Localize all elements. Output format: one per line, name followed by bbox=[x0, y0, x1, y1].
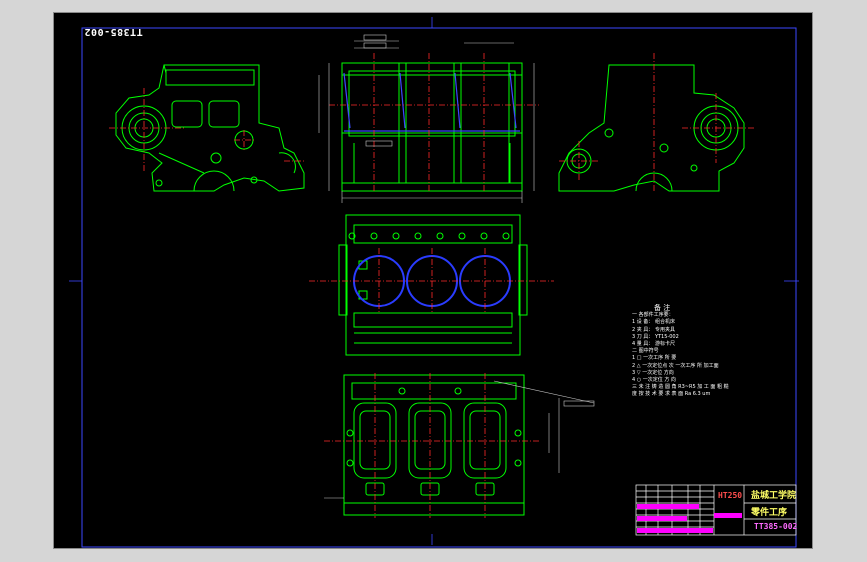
title-block-highlights bbox=[637, 504, 742, 533]
section-view bbox=[341, 62, 523, 192]
note-line: 2 夹 具： 专用夹具 bbox=[632, 326, 675, 333]
drawing-viewport: TT385-002 备 注 一 各部件工序要： 1 设 备： 组合机床 2 夹 … bbox=[54, 13, 812, 548]
drawing-number-inverted: TT385-002 bbox=[84, 26, 143, 37]
title-block-material: HT250 bbox=[718, 491, 743, 500]
sheet-border bbox=[81, 27, 797, 548]
note-line: 1 设 备： 组合机床 bbox=[632, 319, 675, 326]
technical-notes: 备 注 一 各部件工序要： 1 设 备： 组合机床 2 夹 具： 专用夹具 3 … bbox=[632, 304, 802, 399]
note-line: 1 □ 一次工序 所 要 bbox=[632, 355, 677, 362]
note-line: 二 图中符号 bbox=[632, 348, 659, 355]
left-view-centerlines bbox=[109, 88, 306, 173]
note-line: 3 刀 具： YT15-002 bbox=[632, 333, 679, 340]
bottom-view bbox=[343, 374, 525, 516]
cad-drawing-canvas[interactable] bbox=[54, 13, 812, 548]
title-block-process: 零件工序 bbox=[751, 508, 788, 518]
note-line: 4 量 具： 游标卡尺 bbox=[632, 341, 675, 348]
section-hatching bbox=[343, 72, 520, 132]
bottom-dimensions bbox=[324, 380, 595, 499]
plan-centerlines bbox=[309, 248, 554, 313]
section-dimensions bbox=[318, 34, 535, 203]
right-view-centerlines bbox=[559, 53, 754, 193]
note-line: 3 ▽ 一次定位 方向 bbox=[632, 369, 674, 376]
title-block-drawing-number: TT385-002 bbox=[754, 522, 798, 531]
notes-title: 备 注 bbox=[654, 304, 671, 312]
note-line: 2 △ 一次定位点 次 一次工序 所 加工面 bbox=[632, 362, 719, 369]
bottom-centerlines bbox=[324, 373, 539, 518]
note-line: 一 各部件工序要： bbox=[632, 312, 674, 319]
note-line: 三 未 注 铸 造 圆 角 R3~R5 加 工 面 粗 糙 bbox=[632, 384, 729, 391]
note-line: 度 按 技 术 要 求 表 面 Ra 6.3 um bbox=[632, 391, 711, 398]
note-line: 4 ○ 一次定位 方 向 bbox=[632, 377, 676, 384]
section-centerlines bbox=[329, 53, 539, 193]
title-block-school: 盐城工学院 bbox=[751, 491, 797, 501]
plan-view bbox=[338, 214, 528, 356]
